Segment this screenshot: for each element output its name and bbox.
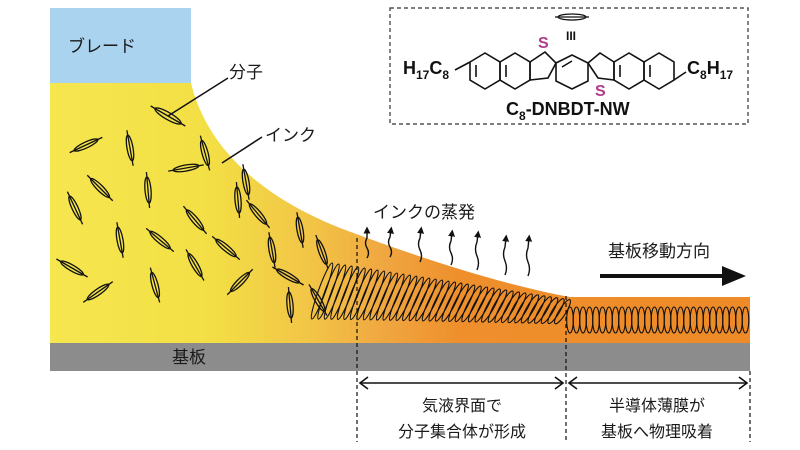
aligned-molecule-glyph xyxy=(441,282,463,322)
molecule-glyph xyxy=(144,172,152,208)
molecule-glyph xyxy=(86,174,114,202)
substrate-label: 基板 xyxy=(172,348,206,368)
aligned-molecule-glyph xyxy=(323,264,347,320)
blade xyxy=(50,8,191,83)
aligned-molecule-glyph xyxy=(461,285,482,323)
molecule-glyph xyxy=(66,191,84,225)
interface-caption-line1: 気液界面で xyxy=(422,396,502,415)
aligned-molecule-glyph xyxy=(362,270,386,321)
molecule-glyph xyxy=(295,212,305,248)
aligned-molecule-glyph xyxy=(317,263,340,320)
blade-label: ブレード xyxy=(68,36,136,57)
molecule-leader-line xyxy=(167,77,229,117)
aligned-molecule-glyph xyxy=(356,269,379,321)
aligned-molecule-glyph xyxy=(481,288,501,323)
sulfur-bottom: S xyxy=(595,83,606,100)
evaporation-arrows xyxy=(363,226,533,277)
molecule-skeleton xyxy=(454,50,687,90)
aligned-molecule-glyph xyxy=(343,267,366,321)
molecule-glyph xyxy=(56,258,88,278)
molecule-glyph xyxy=(185,249,205,281)
ink-leader-line xyxy=(221,136,263,164)
aligned-molecule-glyph xyxy=(388,274,412,321)
ink-label: インク xyxy=(265,126,316,146)
stacking-mark: III xyxy=(566,29,576,43)
molecule-glyph xyxy=(226,268,254,296)
aligned-molecule-glyph xyxy=(534,296,552,324)
aligned-molecule-glyph xyxy=(507,292,527,324)
aligned-molecule-glyph xyxy=(395,275,418,321)
aligned-molecule-glyph xyxy=(514,293,533,324)
interface-caption-line2: 分子集合体が形成 xyxy=(398,422,526,441)
molecule-glyph xyxy=(168,163,204,173)
molecule-glyph xyxy=(272,266,304,286)
molecule-glyph xyxy=(69,136,103,154)
aligned-molecule-glyph xyxy=(434,281,457,322)
aligned-molecule-glyph xyxy=(336,266,360,320)
molecule-glyph xyxy=(115,222,125,258)
film-caption-line2: 基板へ物理吸着 xyxy=(601,422,713,441)
film-caption-line1: 半導体薄膜が xyxy=(609,396,705,415)
molecule-glyph xyxy=(149,267,161,303)
ink-meniscus xyxy=(50,83,750,343)
interface-span-arrow xyxy=(358,376,565,390)
aligned-molecule-glyph xyxy=(369,271,392,321)
molecule-glyph xyxy=(241,164,251,200)
molecule-glyph xyxy=(145,227,175,253)
sulfur-top: S xyxy=(538,35,549,52)
film-molecule-glyph xyxy=(741,306,750,334)
aligned-molecule-glyph xyxy=(454,284,476,323)
aligned-molecule-glyph xyxy=(487,289,508,323)
molecule-glyph xyxy=(267,232,277,268)
aligned-molecule-glyph xyxy=(375,272,399,321)
aligned-molecule-glyph xyxy=(474,287,495,323)
aligned-molecule-glyph xyxy=(402,276,424,322)
molecule-glyph xyxy=(182,205,208,235)
molecule-glyph xyxy=(125,130,135,166)
chemical-structure-panel: III S S xyxy=(389,7,749,125)
substrate-direction-arrowhead xyxy=(722,266,746,286)
molecule-glyph xyxy=(211,235,241,261)
aligned-molecule-glyph xyxy=(527,295,546,324)
compound-name: C8-DNBDT-NW xyxy=(506,99,630,123)
substrate-direction-label: 基板移動方向 xyxy=(608,242,710,262)
aligned-molecule-glyph xyxy=(421,279,444,322)
aligned-molecule-glyph xyxy=(428,280,450,322)
molecule-glyph xyxy=(82,281,114,303)
aligned-molecule-glyph xyxy=(494,290,514,323)
aligned-molecule-glyph xyxy=(448,283,469,322)
aligned-molecule-glyph xyxy=(467,286,489,323)
aligned-molecule-glyph xyxy=(547,298,565,325)
molecule-glyph xyxy=(199,135,211,171)
aligned-molecule-glyph xyxy=(520,294,540,324)
ink-evaporation-label: インクの蒸発 xyxy=(373,203,475,223)
aligned-molecule-glyph xyxy=(415,278,437,322)
aligned-molecules xyxy=(310,262,750,334)
aligned-molecule-glyph xyxy=(382,273,405,321)
molecule-glyph xyxy=(234,182,242,218)
molecule-glyph xyxy=(315,234,329,270)
molecule-glyph xyxy=(245,199,271,229)
aligned-molecule-glyph xyxy=(500,291,521,324)
aligned-molecule-glyph xyxy=(330,265,353,320)
right-alkyl-group: C8H17 xyxy=(687,58,733,82)
molecule-label: 分子 xyxy=(229,63,263,83)
left-alkyl-group: H17C8 xyxy=(403,58,449,82)
aligned-molecule-glyph xyxy=(408,277,431,322)
film-span-arrow xyxy=(567,376,749,390)
aligned-molecule-glyph xyxy=(349,268,373,321)
aligned-molecule-glyph xyxy=(540,297,559,324)
molecule-glyph xyxy=(286,287,294,323)
aligned-molecule-glyph xyxy=(310,262,334,320)
substrate xyxy=(50,343,750,371)
